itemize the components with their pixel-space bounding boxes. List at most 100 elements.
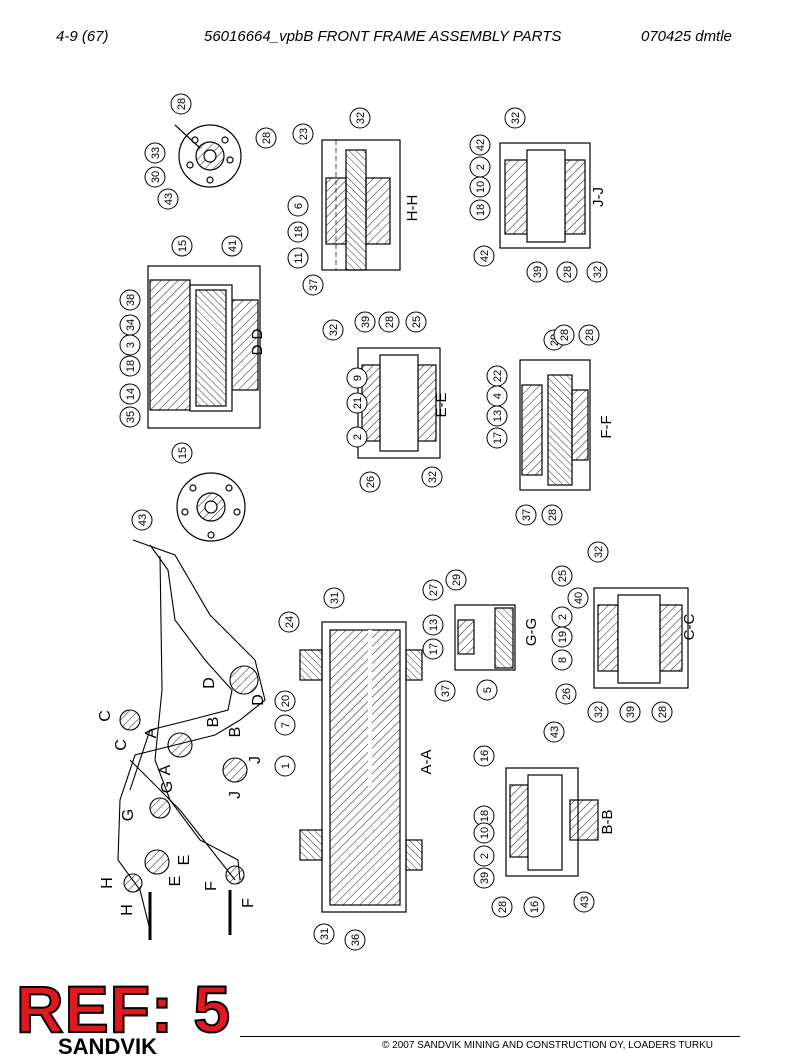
disc-top	[174, 124, 242, 188]
callout-balloon: 33	[144, 142, 166, 164]
callout-balloon: 2	[346, 426, 368, 448]
callout-number: 8	[557, 657, 569, 663]
section-label: E-E	[433, 392, 450, 417]
callout-balloon: 32	[587, 701, 609, 723]
callout-number: 4	[492, 393, 504, 399]
section-label: F-F	[598, 415, 615, 438]
callout-balloon: 29	[445, 569, 467, 591]
callout-balloon: 28	[170, 93, 192, 115]
section-cut-marker: G	[159, 781, 176, 793]
callout-number: 15	[177, 240, 189, 252]
reference-stamp: REF: 5	[15, 972, 232, 1046]
callout-balloon: 32	[322, 319, 344, 341]
footer-rule	[240, 1036, 740, 1037]
callout-number: 21	[352, 397, 364, 409]
callout-balloon: 2	[469, 156, 491, 178]
callout-number: 32	[593, 706, 605, 718]
callout-balloon: 22	[486, 365, 508, 387]
callout-balloon: 31	[323, 587, 345, 609]
section-aa-body	[299, 621, 423, 913]
callout-balloon: 26	[359, 471, 381, 493]
callout-balloon: 9	[346, 367, 368, 389]
callout-balloon: 32	[504, 107, 526, 129]
callout-balloon: 36	[344, 929, 366, 951]
callout-number: 16	[479, 750, 491, 762]
callout-number: 29	[451, 574, 463, 586]
callout-number: 32	[510, 112, 522, 124]
callout-number: 37	[308, 279, 320, 291]
callout-number: 6	[293, 203, 305, 209]
callout-balloon: 37	[434, 680, 456, 702]
section-cut-marker: A	[157, 764, 174, 775]
callout-number: 31	[329, 592, 341, 604]
section-label: C-C	[681, 614, 698, 641]
callout-balloon: 28	[491, 896, 513, 918]
callout-balloon: 28	[578, 324, 600, 346]
callout-number: 39	[479, 872, 491, 884]
section-bb-body	[505, 767, 599, 877]
callout-balloon: 27	[422, 579, 444, 601]
callout-number: 17	[492, 432, 504, 444]
callout-number: 28	[261, 132, 273, 144]
callout-number: 9	[352, 375, 364, 381]
section-label: A-A	[418, 749, 435, 774]
callout-number: 32	[592, 266, 604, 278]
callout-number: 31	[319, 928, 331, 940]
callout-balloon: 28	[255, 127, 277, 149]
callout-balloon: 37	[302, 274, 324, 296]
overview-frame	[117, 539, 266, 940]
callout-balloon: 14	[119, 383, 141, 405]
callout-number: 33	[150, 147, 162, 159]
callout-number: 28	[584, 329, 596, 341]
callout-balloon: 25	[551, 565, 573, 587]
callout-balloon: 28	[556, 261, 578, 283]
callout-number: 34	[125, 319, 137, 331]
callout-balloon: 19	[551, 626, 573, 648]
section-ee-body	[357, 347, 441, 459]
callout-number: 18	[125, 360, 137, 372]
callout-number: 10	[479, 827, 491, 839]
callout-balloon: 6	[287, 195, 309, 217]
callout-balloon: 28	[541, 504, 563, 526]
callout-number: 39	[360, 316, 372, 328]
callout-number: 32	[593, 546, 605, 558]
section-cut-marker: B	[205, 717, 222, 728]
callout-balloon: 37	[515, 504, 537, 526]
callout-balloon: 13	[486, 405, 508, 427]
section-cut-marker: E	[167, 876, 184, 887]
section-cut-marker: C	[113, 739, 130, 751]
callout-number: 28	[547, 509, 559, 521]
callout-balloon: 5	[476, 679, 498, 701]
callout-balloon: 43	[131, 509, 153, 531]
callout-balloon: 39	[473, 867, 495, 889]
callout-balloon: 17	[486, 427, 508, 449]
callout-balloon: 28	[378, 311, 400, 333]
callout-number: 24	[284, 616, 296, 628]
callout-balloon: 43	[543, 721, 565, 743]
callout-balloon: 11	[287, 247, 309, 269]
disc-bottom	[176, 472, 246, 542]
callout-balloon: 18	[287, 221, 309, 243]
callout-balloon: 38	[119, 289, 141, 311]
drawing-title: 56016664_vpbB FRONT FRAME ASSEMBLY PARTS	[204, 28, 562, 45]
section-cut-marker: J	[247, 756, 264, 764]
callout-balloon: 43	[573, 891, 595, 913]
callout-number: 2	[479, 853, 491, 859]
callout-number: 18	[475, 204, 487, 216]
callout-balloon: 26	[555, 683, 577, 705]
callout-balloon: 18	[119, 355, 141, 377]
callout-balloon: 16	[523, 896, 545, 918]
callout-balloon: 18	[473, 805, 495, 827]
callout-number: 43	[549, 726, 561, 738]
section-label: D-D	[249, 329, 266, 356]
section-cut-marker: J	[227, 791, 244, 799]
callout-number: 38	[125, 294, 137, 306]
callout-number: 15	[177, 447, 189, 459]
callout-number: 32	[427, 471, 439, 483]
callout-balloon: 2	[551, 606, 573, 628]
section-label: G-G	[523, 618, 540, 646]
callout-number: 36	[350, 934, 362, 946]
callout-balloon: 2	[473, 845, 495, 867]
callout-number: 26	[365, 476, 377, 488]
